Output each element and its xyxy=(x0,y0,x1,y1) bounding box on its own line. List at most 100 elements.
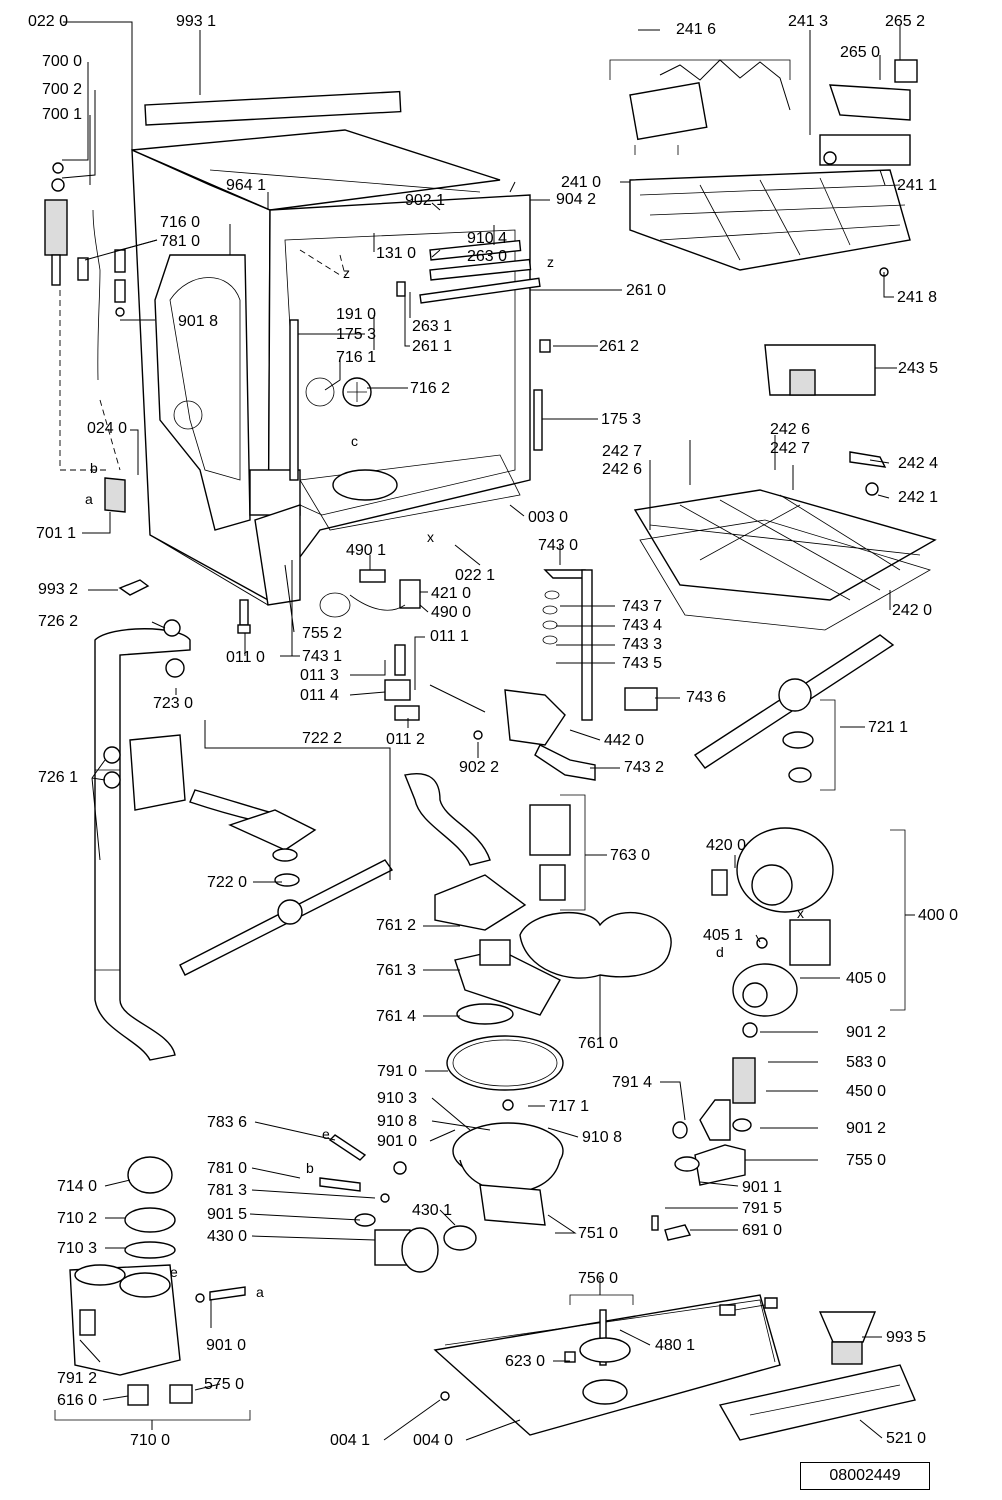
callout: 783 6 xyxy=(207,1114,248,1131)
callout: 575 0 xyxy=(204,1376,245,1393)
callout: 901 8 xyxy=(178,313,219,330)
document-id-box: 08002449 xyxy=(800,1462,930,1490)
inlet-parts xyxy=(44,162,251,634)
callout: 265 2 xyxy=(885,13,926,30)
callout: 716 0 xyxy=(160,214,201,231)
marker: x xyxy=(427,529,434,545)
callout: 964 1 xyxy=(226,177,267,194)
marker: c xyxy=(351,433,358,449)
callout: 743 4 xyxy=(622,617,663,634)
callout: 242 7 xyxy=(770,440,811,457)
callout: 993 1 xyxy=(176,13,217,30)
callout: 716 1 xyxy=(336,349,377,366)
callout: 701 1 xyxy=(36,525,77,542)
callout: 022 1 xyxy=(455,567,496,584)
callout: 726 2 xyxy=(38,613,79,630)
callout: 242 6 xyxy=(602,461,643,478)
callout: 722 2 xyxy=(302,730,343,747)
callout: 761 2 xyxy=(376,917,417,934)
callout: 400 0 xyxy=(918,907,959,924)
callout: 011 2 xyxy=(386,731,425,748)
callout: 743 6 xyxy=(686,689,727,706)
callout: 241 3 xyxy=(788,13,829,30)
callout: 700 0 xyxy=(42,53,83,70)
callout: 743 3 xyxy=(622,636,663,653)
marker: z xyxy=(343,265,350,281)
callout: 430 1 xyxy=(412,1202,453,1219)
callout: 756 0 xyxy=(578,1270,619,1287)
callout: 751 0 xyxy=(578,1225,619,1242)
marker: x xyxy=(797,905,804,921)
callout: 004 0 xyxy=(413,1432,454,1449)
callout: 716 2 xyxy=(410,380,451,397)
callout: 910 8 xyxy=(377,1113,418,1130)
callout: 241 6 xyxy=(676,21,717,38)
callout: 717 1 xyxy=(549,1098,590,1115)
callout: 261 2 xyxy=(599,338,640,355)
callout: 901 5 xyxy=(207,1206,248,1223)
callout: 024 0 xyxy=(87,420,128,437)
callout: 175 3 xyxy=(601,411,642,428)
marker: a xyxy=(85,491,93,507)
callout: 743 5 xyxy=(622,655,663,672)
callout: 761 0 xyxy=(578,1035,619,1052)
callout: 261 0 xyxy=(626,282,667,299)
callout: 901 0 xyxy=(377,1133,418,1150)
callout: 241 1 xyxy=(897,177,938,194)
marker: e xyxy=(322,1126,330,1142)
callout: 616 0 xyxy=(57,1392,98,1409)
callout: 710 3 xyxy=(57,1240,98,1257)
callout: 241 8 xyxy=(897,289,938,306)
callout: 521 0 xyxy=(886,1430,927,1447)
callout: 993 5 xyxy=(886,1329,927,1346)
filters-sump xyxy=(404,773,672,1251)
callout: 450 0 xyxy=(846,1083,887,1100)
callout: 490 1 xyxy=(346,542,387,559)
callout: 263 1 xyxy=(412,318,453,335)
callout: 761 3 xyxy=(376,962,417,979)
callout: 791 4 xyxy=(612,1074,653,1091)
lower-spray-arm xyxy=(693,634,895,791)
callout: 191 0 xyxy=(336,306,377,323)
callout: 490 0 xyxy=(431,604,472,621)
callout: 710 0 xyxy=(130,1432,171,1449)
callout: 743 7 xyxy=(622,598,663,615)
marker: d xyxy=(716,944,724,960)
callout: 710 2 xyxy=(57,1210,98,1227)
callout: 910 3 xyxy=(377,1090,418,1107)
upper-basket xyxy=(609,59,918,396)
callout: 242 6 xyxy=(770,421,811,438)
callout: 901 0 xyxy=(206,1337,247,1354)
callout: 901 2 xyxy=(846,1024,887,1041)
callout: 743 2 xyxy=(624,759,665,776)
callout: 011 3 xyxy=(300,667,339,684)
cabinet-tub xyxy=(131,90,551,606)
callout: 781 3 xyxy=(207,1182,248,1199)
marker: b xyxy=(306,1160,314,1176)
callout: 242 0 xyxy=(892,602,933,619)
callout: 791 2 xyxy=(57,1370,98,1387)
callout: 241 0 xyxy=(561,174,602,191)
callout: 723 0 xyxy=(153,695,194,712)
callout: 022 0 xyxy=(28,13,69,30)
callout: 763 0 xyxy=(610,847,651,864)
marker: b xyxy=(90,460,98,476)
callout: 791 5 xyxy=(742,1200,783,1217)
callout: 901 1 xyxy=(742,1179,783,1196)
callout: 265 0 xyxy=(840,44,881,61)
callout: 003 0 xyxy=(528,509,569,526)
callout: 420 0 xyxy=(706,837,747,854)
callout: 175 3 xyxy=(336,326,377,343)
callout: 691 0 xyxy=(742,1222,783,1239)
callout: 480 1 xyxy=(655,1337,696,1354)
callout: 442 0 xyxy=(604,732,645,749)
callout: 791 0 xyxy=(377,1063,418,1080)
callout: 910 8 xyxy=(582,1129,623,1146)
callout: 902 1 xyxy=(405,192,446,209)
callout: 261 1 xyxy=(412,338,453,355)
callout: 430 0 xyxy=(207,1228,248,1245)
circulation-pipe xyxy=(94,619,394,1061)
callout: 242 1 xyxy=(898,489,939,506)
callout: 583 0 xyxy=(846,1054,887,1071)
callout: 242 7 xyxy=(602,443,643,460)
